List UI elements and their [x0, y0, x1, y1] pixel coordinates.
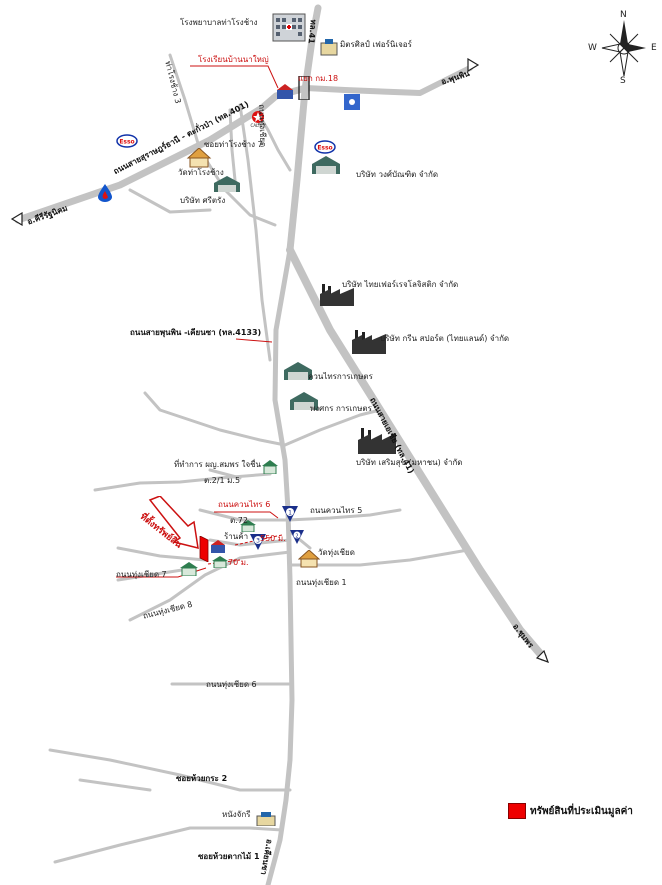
hospital-label: โรงพยาบาลท่าโรงช้าง	[180, 18, 258, 27]
house-icon-2	[180, 562, 198, 576]
svg-text:3: 3	[256, 538, 260, 545]
route4133-label: ถนนสายพุนพิน -เคียนซา (ทล.4133)	[130, 328, 262, 337]
sermsuk-label: บริษัท เสริมสุข (มหาชน) จำกัด	[356, 458, 463, 467]
shop-label: ร้านค้า	[224, 532, 249, 541]
route-41-north	[286, 4, 322, 254]
junction-label: แยก กม.18	[298, 74, 339, 83]
warehouse-icon	[312, 156, 340, 174]
dist550-leader	[234, 534, 283, 546]
khuan-sai-label: ควนไทรการเกษตร	[308, 372, 373, 381]
arrow-to-khiri-icon	[10, 212, 23, 226]
green-spot-label: บริษัท กรีน สปอร์ต (ไทยแลนด์) จำกัด	[380, 334, 510, 343]
thaiplywood-label: บริษัท ไทยเฟอร์เรจโลจิสติก จำกัด	[342, 280, 459, 289]
factory-icon	[320, 284, 354, 306]
temple-icon	[186, 148, 212, 168]
temple-icon-2	[298, 550, 320, 568]
svg-text:Esso: Esso	[317, 145, 332, 152]
marker-2-icon: 2	[290, 530, 304, 544]
property-marker[interactable]	[198, 536, 210, 562]
svg-text:Esso: Esso	[119, 139, 134, 146]
dist70-label: 70 ม.	[228, 558, 249, 567]
property-callout: ที่ตั้งทรัพย์สิน	[136, 495, 206, 556]
khuansai6-label: ถนนควนไทร 6	[218, 500, 271, 509]
blue-sign-icon	[344, 94, 360, 110]
junction-marker-icon	[298, 76, 310, 100]
thungchiad7-leader	[116, 567, 207, 578]
ptt-icon	[98, 184, 112, 202]
compass-s: S	[620, 76, 626, 86]
nangjakri-label: หนังจักรี	[222, 810, 251, 819]
school-leader	[190, 65, 279, 89]
shop-icon	[211, 540, 225, 553]
moo5-label: ต.2/1 ม.5	[204, 476, 241, 485]
arrow-to-chumphon-icon	[536, 650, 550, 664]
legend-swatch	[508, 803, 526, 819]
dist550-label: 550 ม.	[260, 534, 286, 543]
wongbandit-label: บริษัท วงศ์บัณฑิต จำกัด	[356, 170, 439, 179]
compass-icon	[601, 20, 646, 77]
callout-arrow-icon	[148, 495, 199, 550]
village-office-icon	[262, 460, 278, 474]
thungchiad1-label: ถนนทุ่งเชียด 1	[296, 578, 347, 587]
school-label: โรงเรียนบ้านนาใหญ่	[198, 55, 269, 64]
hospital-icon	[272, 13, 306, 42]
thungchiad7-label: ถนนทุ่งเชียด 7	[116, 570, 167, 579]
legend-label: ทรัพย์สินที่ประเมินมูลค่า	[530, 806, 633, 817]
furniture-shop-icon	[320, 39, 338, 56]
mitrasilp-label: มิตรศิลป์ เฟอร์นิเจอร์	[340, 40, 412, 49]
sritrang-label: บริษัท ศรีตรัง	[180, 196, 226, 205]
village-head-label: ที่ทำการ ผญ.สมพร ใจชื่น	[174, 460, 262, 469]
arrow-to-phunphin-icon	[467, 58, 480, 72]
caltex-icon: CALTEX	[251, 111, 266, 128]
soi-tarongchang7-label: ซอยท่าโรงช้าง 7	[204, 140, 263, 149]
school-icon	[277, 84, 293, 99]
khuansai6-leader	[214, 511, 279, 519]
wat-thungchiad-label: วัดทุ่งเชียด	[318, 548, 355, 557]
thungchiad6-label: ถนนทุ่งเชียด 6	[206, 680, 257, 689]
route-4133-road	[265, 247, 295, 885]
marker-3-icon: 3	[250, 534, 266, 550]
svg-text:1: 1	[288, 510, 292, 517]
svg-text:CALTEX: CALTEX	[251, 123, 266, 128]
marker-1-icon: 1	[282, 506, 298, 522]
khuansai5-label: ถนนควนไทร 5	[310, 506, 363, 515]
route4133-leader	[235, 338, 273, 343]
warehouse-icon-2	[214, 176, 240, 192]
route-41-asian-highway	[286, 246, 547, 661]
compass-rose: N S W E	[588, 10, 660, 88]
road-vertical-label: ถนนทุ่งเชียด	[257, 104, 268, 148]
pongsakorn-label: พงศกร การเกษตร	[310, 404, 372, 413]
soi-huaytakmai1-label: ซอยห้วยตากไม้ 1	[198, 852, 260, 861]
factory-icon-3	[358, 428, 396, 454]
compass-n: N	[620, 10, 627, 20]
compass-e: E	[651, 43, 657, 53]
l72-icon	[240, 520, 256, 532]
l72-label: ต.72	[230, 516, 248, 525]
compass-w: W	[588, 43, 597, 53]
svg-text:2: 2	[295, 534, 298, 540]
house-icon	[212, 556, 228, 568]
soi-huaykrak2-label: ซอยห้วยกระ 2	[176, 774, 228, 783]
warehouse-icon-4	[290, 392, 318, 410]
leather-shop-icon	[256, 812, 276, 826]
esso-icon-2: Esso	[314, 140, 336, 154]
wat-tarongchang-label: วัดท่าโรงช้าง	[178, 168, 224, 177]
esso-icon-1: Esso	[116, 134, 138, 148]
factory-icon-2	[352, 330, 386, 354]
warehouse-icon-3	[284, 362, 312, 380]
